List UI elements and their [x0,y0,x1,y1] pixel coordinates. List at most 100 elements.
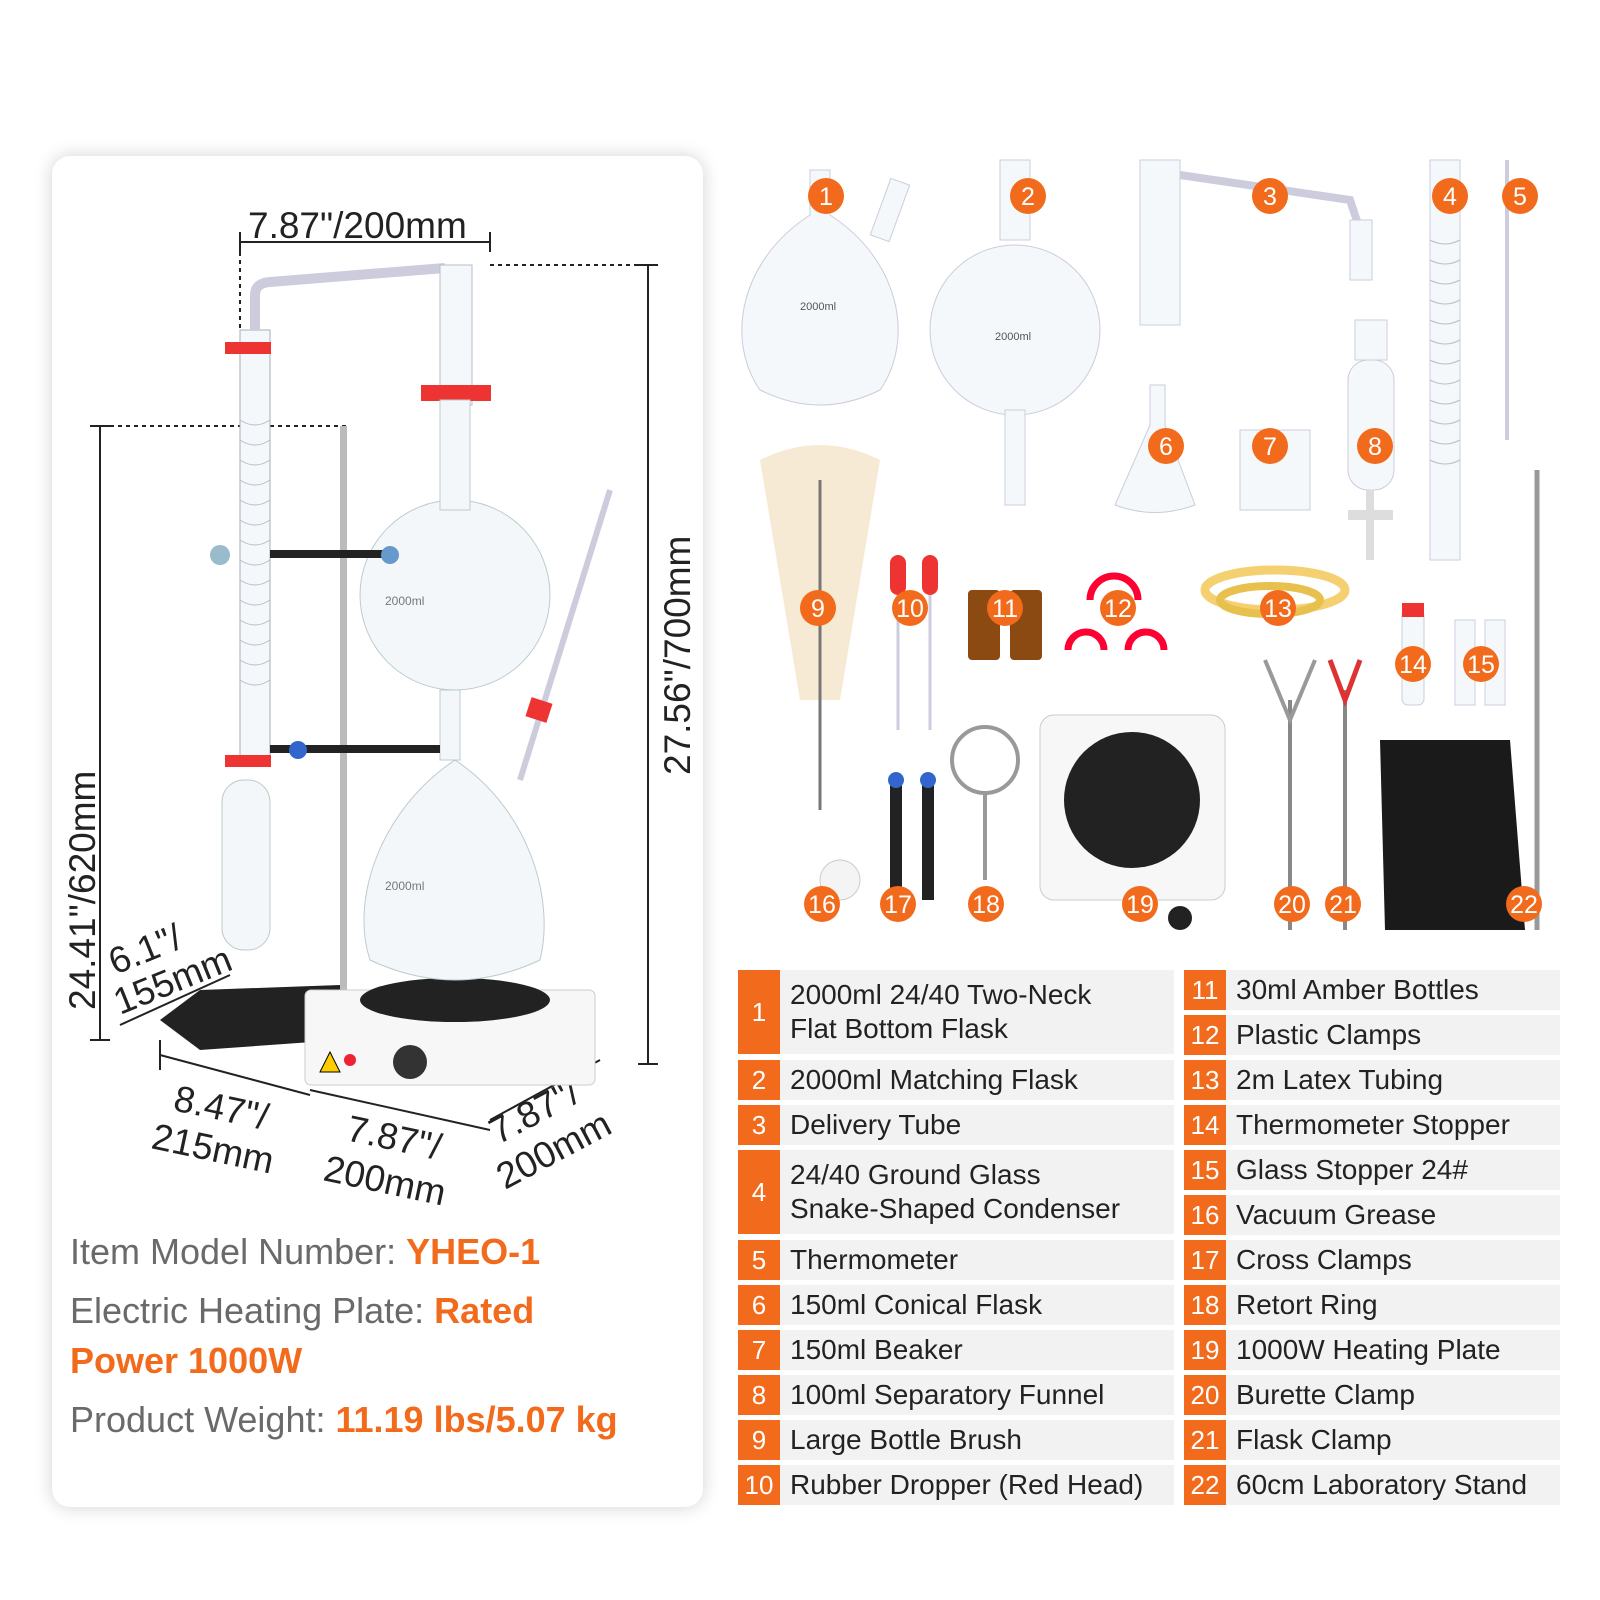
badge-16: 16 [808,891,836,919]
parts-photo-grid: 2000ml 2000ml [741,159,1542,930]
heating-value-1: Rated [434,1290,535,1331]
badge-10: 10 [896,595,924,623]
weight-label: Product Weight: [70,1399,336,1440]
round-flask-photo: 2000ml [929,159,1101,506]
badge-11: 11 [992,595,1018,623]
badge-22: 22 [1510,891,1538,919]
badge-21: 21 [1329,891,1357,919]
part-name-4b: Snake-Shaped Condenser [790,1193,1121,1224]
part-row-9: 9 Large Bottle Brush [738,1420,1174,1460]
part-row-17: 17 Cross Clamps [1184,1240,1560,1280]
flask-1-label: 2000ml [800,301,836,313]
badge-12: 12 [1104,595,1132,623]
part-name-6: 150ml Conical Flask [790,1289,1043,1320]
part-name-8: 100ml Separatory Funnel [790,1379,1105,1410]
rubber-droppers-photo [890,555,938,730]
part-num-22: 22 [1184,1465,1226,1505]
part-name-7: 150ml Beaker [790,1334,963,1365]
flask-2-label: 2000ml [995,331,1031,343]
part-num-3: 3 [738,1105,780,1145]
part-name-18: Retort Ring [1236,1289,1378,1320]
part-row-5: 5 Thermometer [738,1240,1174,1280]
item-model-number: Item Model Number: YHEO-1 [70,1227,540,1277]
part-name-20: Burette Clamp [1236,1379,1415,1410]
part-name-3: Delivery Tube [790,1109,962,1140]
part-name-1b: Flat Bottom Flask [790,1013,1008,1044]
photo-badges: 1 2 3 4 5 6 7 8 9 10 11 12 13 14 15 16 1… [800,178,1542,922]
part-row-14: 14 Thermometer Stopper [1184,1105,1560,1145]
part-row-8: 8 100ml Separatory Funnel [738,1375,1174,1415]
part-num-17: 17 [1184,1240,1226,1280]
part-name-10: Rubber Dropper (Red Head) [790,1469,1144,1500]
part-num-5: 5 [738,1240,780,1280]
badge-15: 15 [1467,651,1495,679]
weight-value: 11.19 lbs/5.07 kg [335,1399,618,1440]
part-row-19: 19 1000W Heating Plate [1184,1330,1560,1370]
heating-plate-info: Electric Heating Plate: Rated Power 1000… [70,1286,534,1386]
part-num-2: 2 [738,1060,780,1100]
part-row-10: 10 Rubber Dropper (Red Head) [738,1465,1174,1505]
bottle-brush-photo [760,445,880,810]
part-num-4: 4 [738,1150,780,1234]
part-name-1a: 2000ml 24/40 Two-Neck [790,979,1092,1010]
retort-ring-photo [950,725,1020,880]
badge-20: 20 [1278,891,1306,919]
badge-19: 19 [1126,891,1154,919]
badge-14: 14 [1399,651,1427,679]
part-name-17: Cross Clamps [1236,1244,1412,1275]
part-num-21: 21 [1184,1420,1226,1460]
part-num-6: 6 [738,1285,780,1325]
part-row-22: 22 60cm Laboratory Stand [1184,1465,1560,1505]
badge-9: 9 [811,595,825,623]
part-num-13: 13 [1184,1060,1226,1100]
part-name-15: Glass Stopper 24# [1236,1154,1468,1185]
part-row-2: 2 2000ml Matching Flask [738,1060,1174,1100]
part-name-2: 2000ml Matching Flask [790,1064,1078,1095]
part-row-7: 7 150ml Beaker [738,1330,1174,1370]
part-name-16: Vacuum Grease [1236,1199,1437,1230]
badge-1: 1 [819,183,833,211]
part-name-4a: 24/40 Ground Glass [790,1159,1041,1190]
part-num-12: 12 [1184,1015,1226,1055]
part-name-19: 1000W Heating Plate [1236,1334,1501,1365]
part-num-20: 20 [1184,1375,1226,1415]
dim-right-height: 27.56"/700mm [657,536,698,775]
badge-5: 5 [1513,183,1527,211]
part-num-1: 1 [738,970,780,1054]
badge-18: 18 [972,891,1000,919]
part-name-5: Thermometer [790,1244,959,1275]
part-name-21: Flask Clamp [1236,1424,1392,1455]
part-num-8: 8 [738,1375,780,1415]
badge-4: 4 [1443,183,1457,211]
lab-stand-base-photo [1380,740,1525,930]
plastic-clamps-photo [1064,572,1168,651]
part-num-10: 10 [738,1465,780,1505]
part-row-18: 18 Retort Ring [1184,1285,1560,1325]
condenser-photo [1429,159,1461,561]
part-row-12: 12 Plastic Clamps [1184,1015,1560,1055]
heating-plate-photo [1039,714,1226,930]
badge-6: 6 [1159,433,1173,461]
heating-value-2: Power 1000W [70,1340,303,1381]
lower-flask-label: 2000ml [385,879,424,893]
two-neck-flask-photo: 2000ml [741,169,911,406]
upper-flask-label: 2000ml [385,594,424,608]
part-num-18: 18 [1184,1285,1226,1325]
part-num-19: 19 [1184,1330,1226,1370]
part-row-20: 20 Burette Clamp [1184,1375,1560,1415]
heating-label: Electric Heating Plate: [70,1290,435,1331]
part-name-9: Large Bottle Brush [790,1424,1022,1455]
part-name-13: 2m Latex Tubing [1236,1064,1444,1095]
badge-3: 3 [1263,183,1277,211]
part-num-14: 14 [1184,1105,1226,1145]
part-row-15: 15 Glass Stopper 24# [1184,1150,1560,1190]
part-row-6: 6 150ml Conical Flask [738,1285,1174,1325]
part-row-3: 3 Delivery Tube [738,1105,1174,1145]
badge-2: 2 [1021,183,1035,211]
part-num-15: 15 [1184,1150,1226,1190]
assembled-apparatus-illustration: 7.87"/200mm 24.41"/620mm 27.56"/700mm 6.… [62,205,698,1213]
part-name-22: 60cm Laboratory Stand [1236,1469,1528,1500]
model-value: YHEO-1 [406,1231,541,1272]
